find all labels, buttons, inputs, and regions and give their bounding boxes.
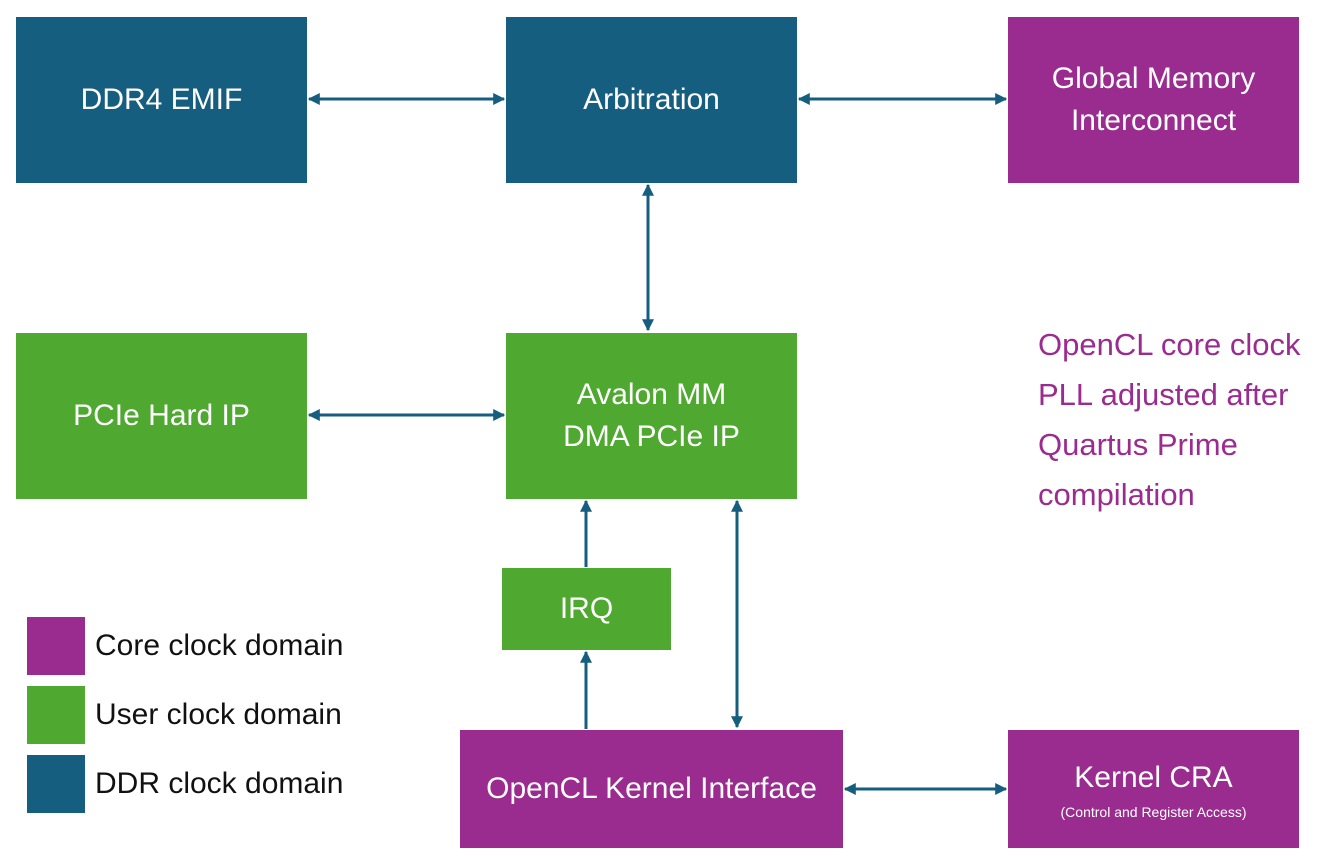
global-memory-label-line2: Interconnect [1070,104,1237,137]
kernel-cra-sublabel: (Control and Register Access) [1060,804,1247,820]
ddr4-emif-label: DDR4 EMIF [80,83,243,116]
ddr4-emif-block: DDR4 EMIF [16,17,307,183]
pcie-hard-ip-block: PCIe Hard IP [16,333,307,499]
legend-ddr: DDR clock domain [27,755,343,813]
opencl-kernel-interface-label: OpenCL Kernel Interface [486,772,817,805]
pcie-hard-ip-label: PCIe Hard IP [73,399,250,432]
pll-note-line2: PLL adjusted after [1038,377,1289,412]
legend-user: User clock domain [27,686,342,744]
legend-user-label: User clock domain [95,698,342,731]
avalon-label-line1: Avalon MM [576,378,727,411]
legend-user-swatch [27,686,85,744]
legend-ddr-swatch [27,755,85,813]
pll-note-line4: compilation [1038,477,1195,512]
arbitration-block: Arbitration [506,17,797,183]
avalon-mm-dma-block: Avalon MM DMA PCIe IP [506,333,797,499]
pll-note-line3: Quartus Prime [1038,427,1238,462]
pll-note-line1: OpenCL core clock [1038,327,1301,362]
legend-core-swatch [27,617,85,675]
pll-note: OpenCL core clock PLL adjusted after Qua… [1038,320,1300,520]
avalon-label-line2: DMA PCIe IP [563,420,740,453]
irq-label: IRQ [559,592,614,625]
arbitration-label: Arbitration [583,83,720,116]
legend-core-label: Core clock domain [95,629,344,662]
legend-ddr-label: DDR clock domain [95,767,344,800]
global-memory-interconnect-block: Global Memory Interconnect [1008,17,1299,183]
kernel-cra-block: Kernel CRA (Control and Register Access) [1008,730,1299,848]
legend-core: Core clock domain [27,617,343,675]
opencl-kernel-interface-block: OpenCL Kernel Interface [460,730,843,848]
irq-block: IRQ [502,568,671,650]
global-memory-label-line1: Global Memory [1051,62,1256,95]
kernel-cra-label: Kernel CRA [1074,761,1233,794]
